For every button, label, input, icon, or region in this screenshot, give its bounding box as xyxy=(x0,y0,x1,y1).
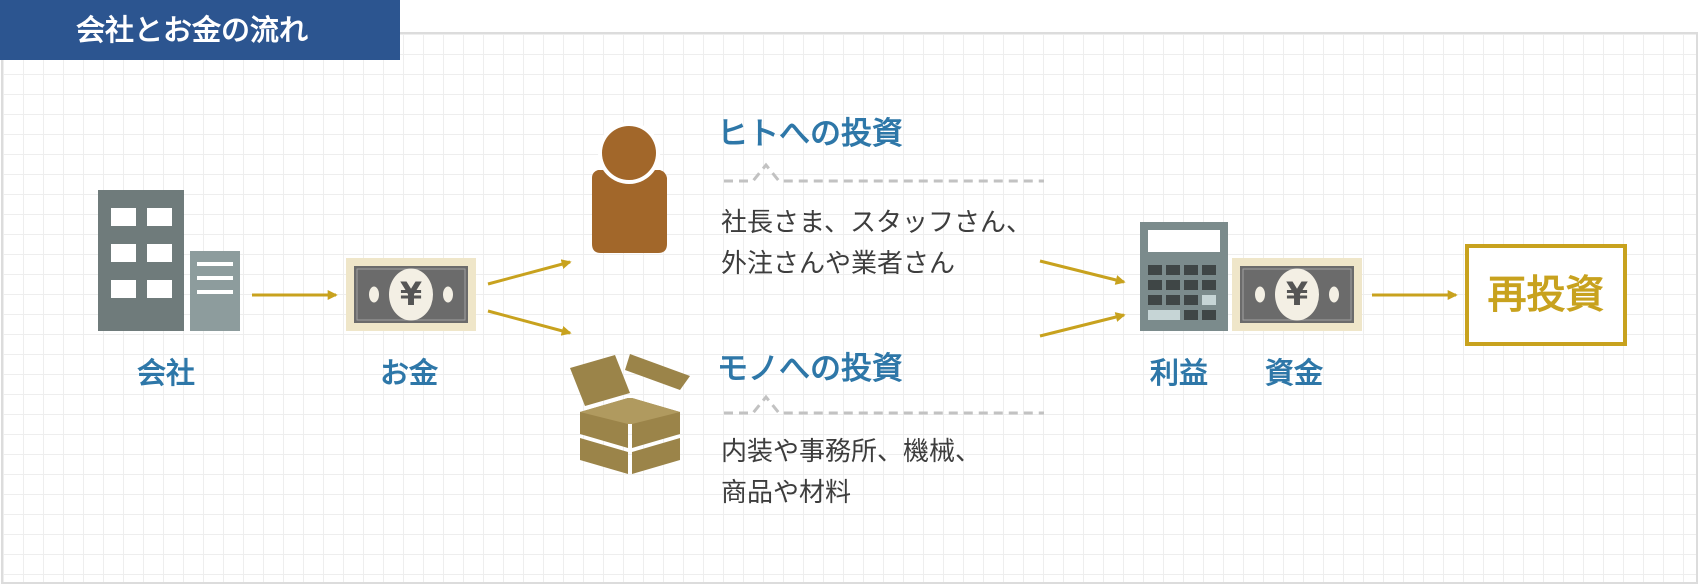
page-title: 会社とお金の流れ xyxy=(0,0,400,60)
goods-investment-heading: モノへの投資 xyxy=(717,351,903,387)
box-icon xyxy=(570,354,690,474)
svg-text:¥: ¥ xyxy=(1286,275,1308,313)
banknote-icon: ¥ xyxy=(1232,258,1362,331)
callout-line-people xyxy=(724,162,1044,183)
building-icon xyxy=(98,190,240,331)
goods-line-2: 商品や材料 xyxy=(721,478,852,508)
company-label: 会社 xyxy=(137,356,196,390)
reinvest-box xyxy=(1465,244,1627,346)
people-investment-heading: ヒトへの投資 xyxy=(717,116,903,152)
money-label: お金 xyxy=(380,356,439,390)
people-line-2: 外注さんや業者さん xyxy=(721,249,956,279)
calculator-icon xyxy=(1140,222,1228,331)
funds-label: 資金 xyxy=(1265,356,1324,390)
person-icon xyxy=(592,122,667,253)
arrow-money-to-goods xyxy=(487,309,572,336)
svg-text:¥: ¥ xyxy=(400,275,422,313)
arrow-goods-to-profit xyxy=(1039,312,1126,338)
goods-investment-description: 内装や事務所、機械、 商品や材料 xyxy=(721,432,981,514)
grid-panel xyxy=(1,32,1698,584)
arrow-people-to-profit xyxy=(1039,259,1126,285)
people-investment-description: 社長さま、スタッフさん、 外注さんや業者さん xyxy=(721,203,1032,285)
profit-label: 利益 xyxy=(1150,356,1209,390)
arrow-money-to-people xyxy=(487,259,572,286)
reinvest-label: 再投資 xyxy=(1487,273,1604,318)
callout-line-goods xyxy=(724,394,1044,415)
banknote-icon: ¥ xyxy=(346,258,476,331)
people-line-1: 社長さま、スタッフさん、 xyxy=(721,208,1032,238)
goods-line-1: 内装や事務所、機械、 xyxy=(721,437,982,467)
